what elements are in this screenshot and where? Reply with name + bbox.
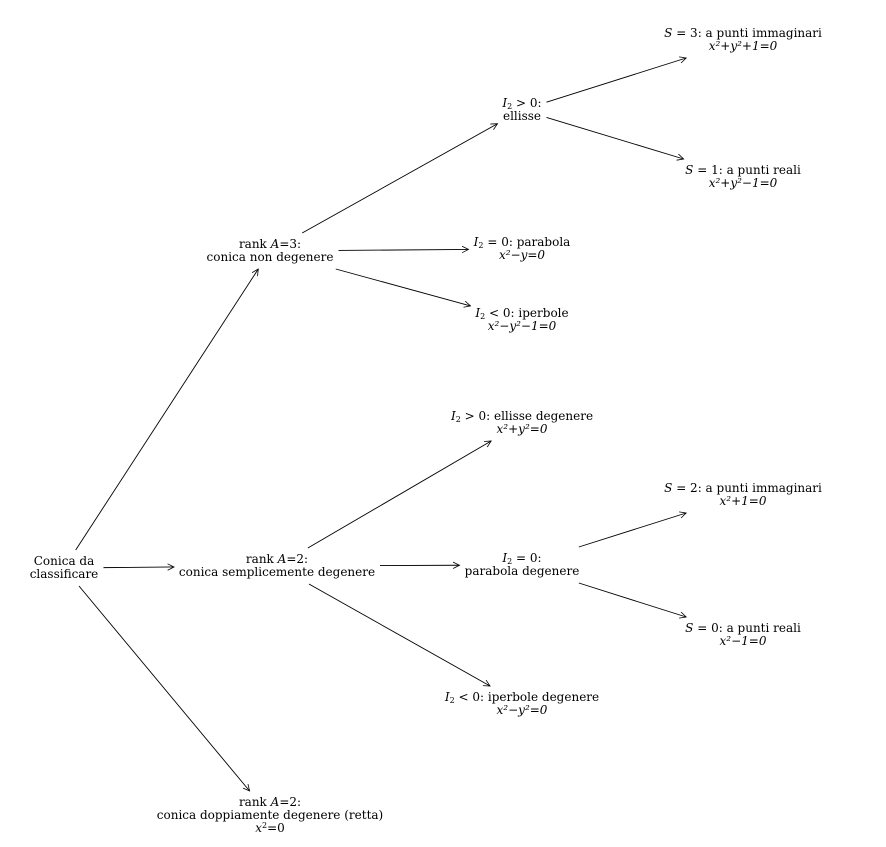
edge-rank2s-to-iperbole_deg	[308, 583, 490, 686]
node-ellisse-degenere: I2 > 0: ellisse degenere x²+y²=0	[451, 410, 593, 436]
iperbole-equation: x²−y²−1=0	[487, 319, 557, 333]
node-iperbole: I2 < 0: iperbole x²−y²−1=0	[475, 307, 568, 333]
s1-equation: x²+y²−1=0	[708, 176, 778, 190]
s2-condition: S = 2: a punti immaginari	[664, 481, 822, 495]
edge-rank2s-to-ellisse_deg	[307, 441, 491, 549]
parabola-deg-condition: I2 = 0:	[502, 551, 542, 566]
s1-condition: S = 1: a punti reali	[685, 163, 801, 177]
node-ellisse: I2 > 0: ellisse	[502, 97, 541, 123]
edge-ellisse-to-s1	[546, 116, 684, 159]
parabola-equation: x²−y=0	[498, 248, 546, 262]
rank3-description: conica non degenere	[206, 250, 334, 264]
node-iperbole-degenere: I2 < 0: iperbole degenere x²−y²=0	[445, 691, 599, 717]
node-rank2-double: rank A=2: conica doppiamente degenere (r…	[157, 796, 383, 835]
iperbole-condition: I2 < 0: iperbole	[475, 306, 569, 321]
edge-rank3-to-parabola	[338, 249, 469, 250]
rank2d-equation: x2=0	[255, 821, 285, 835]
edge-rank3-to-ellisse	[301, 124, 497, 234]
node-parabola: I2 = 0: parabola x²−y=0	[474, 236, 571, 262]
rank2d-title: rank A=2:	[238, 795, 302, 809]
ellisse-deg-equation: x²+y²=0	[496, 422, 548, 436]
edge-root-to-rank2d	[78, 585, 250, 791]
node-s1-real: S = 1: a punti reali x²+y²−1=0	[685, 164, 801, 190]
edge-rank3-to-iperbole	[335, 268, 471, 306]
s0-equation: x²−1=0	[719, 634, 767, 648]
node-rank3: rank A=3: conica non degenere	[207, 238, 334, 264]
edge-root-to-rank3	[75, 269, 259, 551]
node-s3-imaginary: S = 3: a punti immaginari x²+y²+1=0	[664, 27, 822, 53]
edge-parabola_deg-to-s0	[578, 582, 686, 617]
root-line2: classificare	[29, 567, 99, 581]
s2-equation: x²+1=0	[719, 494, 767, 508]
parabola-deg-label: parabola degenere	[464, 564, 580, 578]
node-root: Conica da classificare	[30, 555, 99, 581]
edge-root-to-rank2s	[103, 567, 175, 568]
parabola-condition: I2 = 0: parabola	[473, 235, 571, 250]
node-s0-real: S = 0: a punti reali x²−1=0	[685, 622, 801, 648]
iperbole-deg-condition: I2 < 0: iperbole degenere	[444, 690, 600, 705]
ellisse-label: ellisse	[502, 109, 542, 123]
node-rank2-simple: rank A=2: conica semplicemente degenere	[179, 553, 375, 579]
rank3-title: rank A=3:	[238, 237, 302, 251]
s3-condition: S = 3: a punti immaginari	[664, 26, 822, 40]
ellisse-condition: I2 > 0:	[502, 96, 542, 111]
rank2d-description: conica doppiamente degenere (retta)	[156, 808, 384, 822]
s3-equation: x²+y²+1=0	[708, 39, 778, 53]
root-line1: Conica da	[33, 554, 95, 568]
s0-condition: S = 0: a punti reali	[685, 621, 801, 635]
rank2s-title: rank A=2:	[245, 552, 309, 566]
edge-parabola_deg-to-s2	[578, 513, 686, 548]
ellisse-deg-condition: I2 > 0: ellisse degenere	[450, 409, 594, 424]
rank2s-description: conica semplicemente degenere	[178, 565, 376, 579]
edge-ellisse-to-s3	[546, 58, 687, 103]
iperbole-deg-equation: x²−y²=0	[496, 703, 548, 717]
node-parabola-degenere: I2 = 0: parabola degenere	[465, 552, 580, 578]
node-s2-imaginary: S = 2: a punti immaginari x²+1=0	[664, 482, 822, 508]
